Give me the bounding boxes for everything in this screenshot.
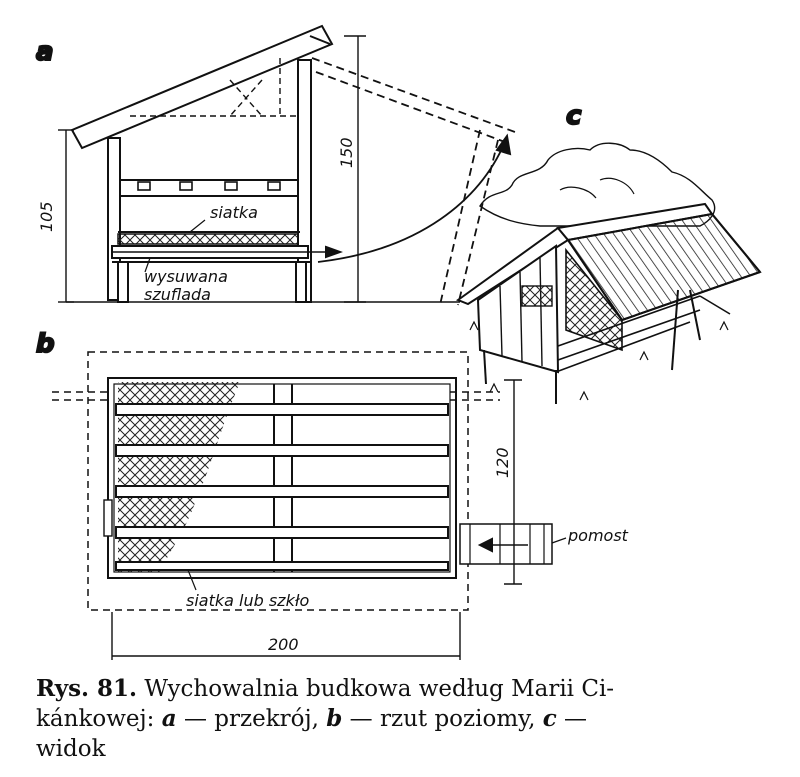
- roof-section: [70, 24, 334, 150]
- dimension-105: [58, 129, 74, 303]
- dimension-200: [111, 612, 461, 660]
- perspective-view-c: c: [455, 100, 762, 404]
- dimension-label-150: 150: [337, 137, 356, 168]
- roof-c: [455, 202, 762, 322]
- section-view-a: a: [35, 24, 516, 306]
- dimension-120: [504, 379, 522, 585]
- figure-caption: Rys. 81. Wychowalnia budkowa według Mari…: [36, 674, 776, 764]
- caption-text-2: kánkowej:: [36, 706, 162, 732]
- tree-detail: [559, 177, 635, 199]
- posts: [107, 59, 312, 303]
- mesh-floor: [117, 231, 300, 245]
- frame: [107, 377, 457, 579]
- arc-arrowhead: [495, 133, 512, 156]
- caption-letter-a: a: [161, 705, 177, 732]
- axis-dashed: [52, 391, 500, 401]
- caption-text-1: Wychowalnia budkowa według Marii Ci-: [137, 676, 615, 702]
- drawer: [111, 245, 343, 303]
- leader-drawer: [144, 257, 151, 273]
- panel-label-a: a: [36, 37, 54, 67]
- dimension-label-200: 200: [268, 635, 299, 654]
- mesh-side-c: [565, 247, 623, 352]
- plan-view-b: b: [35, 328, 629, 660]
- slats: [115, 403, 449, 571]
- shelf-blocks: [137, 181, 281, 191]
- roof-outline-dashed: [87, 351, 469, 611]
- front-wall-c: [476, 244, 560, 374]
- caption-text-c: —: [556, 706, 588, 732]
- leader-pomost: [551, 537, 567, 544]
- grass: [469, 320, 729, 401]
- dimension-label-120: 120: [493, 447, 512, 478]
- leader-siatka: [189, 219, 206, 233]
- dimension-150: [344, 35, 366, 303]
- label-wysuwana: wysuwana: [144, 267, 228, 286]
- label-szuflada: szuflada: [144, 285, 211, 304]
- opening-arc: [317, 141, 506, 263]
- dimension-label-105: 105: [37, 201, 56, 232]
- panel-label-c: c: [566, 101, 582, 131]
- label-siatka-lub-szklo: siatka lub szkło: [186, 591, 309, 610]
- ramp: [459, 523, 553, 565]
- caption-figure-number: Rys. 81.: [36, 675, 138, 702]
- hidden-lines: [130, 58, 296, 117]
- caption-letter-c: c: [542, 705, 557, 732]
- diagram-canvas: a: [35, 24, 762, 660]
- side-notch: [103, 499, 113, 537]
- label-pomost: pomost: [567, 526, 629, 545]
- leader-siatka-lub-szklo: [187, 569, 197, 591]
- caption-text-a: — przekrój,: [176, 706, 327, 732]
- caption-letter-b: b: [326, 705, 343, 732]
- caption-text-3: widok: [36, 736, 106, 762]
- legs-c: [483, 289, 701, 404]
- label-siatka: siatka: [210, 203, 258, 222]
- mesh-area: [118, 382, 240, 572]
- panel-label-b: b: [36, 329, 55, 359]
- caption-text-b: — rzut poziomy,: [342, 706, 543, 732]
- open-roof-dashed: [311, 57, 516, 306]
- frame-inner: [113, 383, 451, 573]
